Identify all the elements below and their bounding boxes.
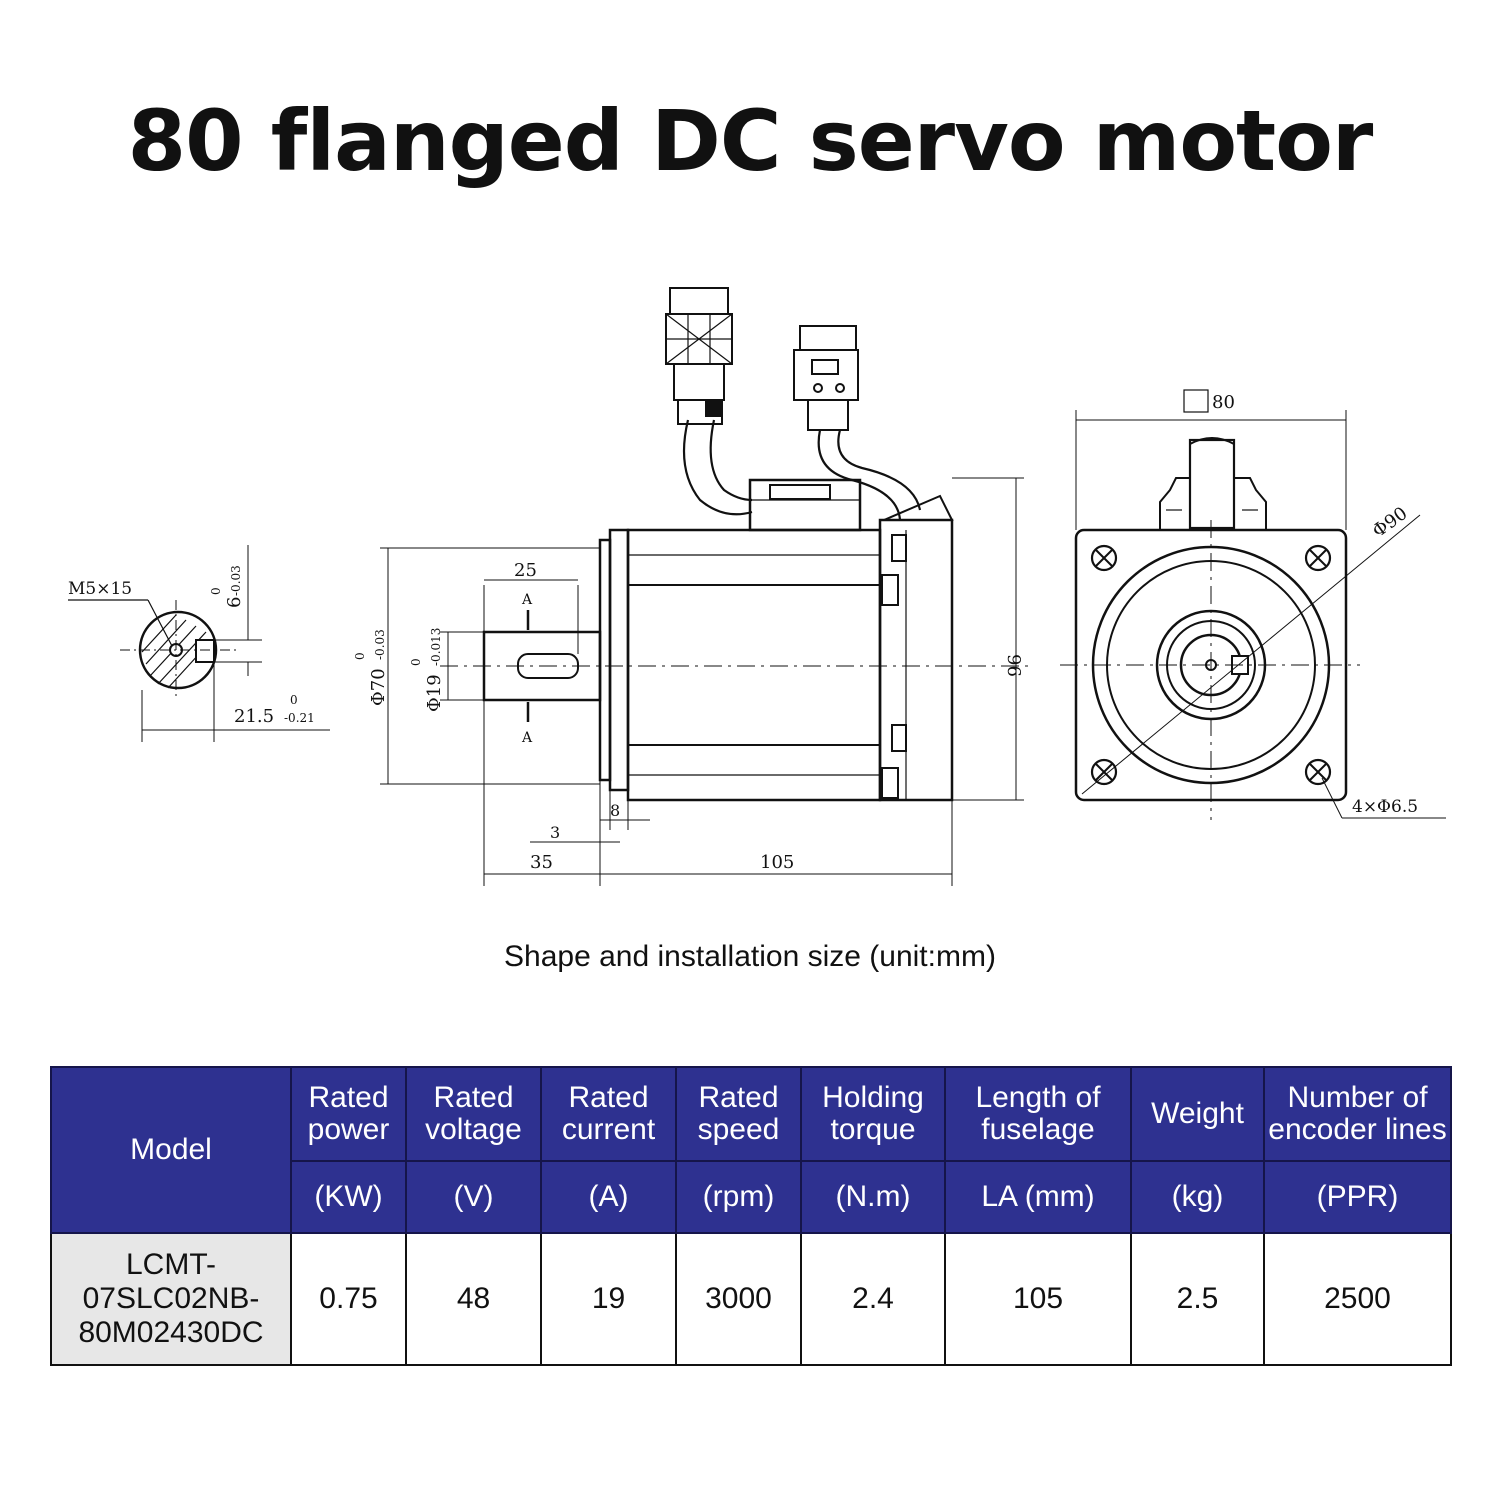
page-title: 80 flanged DC servo motor — [127, 92, 1374, 190]
model-cell: LCMT- 07SLC02NB- 80M02430DC — [50, 1232, 292, 1366]
unit-encoder-lines: (PPR) — [1263, 1160, 1452, 1234]
spec-table: Model Rated power Rated voltage Rated cu… — [50, 1066, 1452, 1366]
header-length-of-fuselage: Length of fuselage — [944, 1066, 1132, 1162]
dimension-drawing: M5×15 6 0 -0.03 21.5 0 -0.21 25 A A Φ70 … — [68, 287, 1446, 886]
unit-rated-current: (A) — [540, 1160, 677, 1234]
value-rated-power: 0.75 — [290, 1232, 407, 1366]
key-depth-label: 21.5 — [234, 706, 274, 727]
header-rated-voltage: Rated voltage — [405, 1066, 542, 1162]
unit-holding-torque: (N.m) — [800, 1160, 946, 1234]
value-length-of-fuselage: 105 — [944, 1232, 1132, 1366]
shaft-section-view — [68, 545, 330, 742]
drawing-caption: Shape and installation size (unit:mm) — [504, 940, 996, 973]
value-rated-current: 19 — [540, 1232, 677, 1366]
key-length-label: 25 — [514, 560, 537, 581]
header-holding-torque: Holding torque — [800, 1066, 946, 1162]
motor-front-view — [380, 287, 1030, 886]
shaft-step-label: 3 — [550, 823, 560, 842]
shaft-diameter-label: Φ19 — [424, 674, 445, 712]
header-encoder-lines: Number of encoder lines — [1263, 1066, 1452, 1162]
key-depth-tol-upper: 0 — [290, 693, 298, 707]
model-line-1: LCMT- — [126, 1248, 216, 1281]
model-line-2: 07SLC02NB- — [82, 1282, 260, 1315]
pcd-label: Φ90 — [1369, 503, 1412, 542]
unit-weight: (kg) — [1130, 1160, 1265, 1234]
unit-rated-speed: (rpm) — [675, 1160, 802, 1234]
flange-tol-upper: 0 — [353, 652, 367, 660]
header-rated-speed: Rated speed — [675, 1066, 802, 1162]
section-mark-bottom: A — [521, 730, 533, 746]
value-encoder-lines: 2500 — [1263, 1232, 1452, 1366]
key-width-tol-upper: 0 — [209, 587, 223, 595]
header-weight: Weight — [1130, 1066, 1265, 1162]
value-holding-torque: 2.4 — [800, 1232, 946, 1366]
header-model: Model — [50, 1066, 292, 1234]
motor-end-view — [1060, 389, 1446, 820]
hole-spec-label: 4×Φ6.5 — [1352, 797, 1418, 817]
unit-length-of-fuselage: LA (mm) — [944, 1160, 1132, 1234]
table-row: LCMT- 07SLC02NB- 80M02430DC 0.75 48 19 3… — [50, 1232, 1452, 1366]
unit-rated-voltage: (V) — [405, 1160, 542, 1234]
shaft-length-label: 35 — [530, 852, 553, 873]
height-label: 96 — [1003, 654, 1024, 677]
value-weight: 2.5 — [1130, 1232, 1265, 1366]
flange-thickness-label: 8 — [610, 801, 620, 820]
value-rated-speed: 3000 — [675, 1232, 802, 1366]
square-size-label: 80 — [1212, 392, 1235, 413]
shaft-tol-lower: -0.013 — [429, 628, 443, 666]
flange-tol-lower: -0.03 — [373, 629, 387, 660]
key-width-label: 6 — [224, 597, 245, 608]
body-length-label: 105 — [760, 852, 794, 873]
key-depth-tol-lower: -0.21 — [284, 711, 315, 725]
header-rated-current: Rated current — [540, 1066, 677, 1162]
key-width-tol-lower: -0.03 — [229, 565, 243, 596]
header-rated-power: Rated power — [290, 1066, 407, 1162]
model-line-3: 80M02430DC — [78, 1316, 264, 1349]
flange-diameter-label: Φ70 — [368, 668, 389, 706]
section-mark-top: A — [521, 592, 533, 608]
shaft-tol-upper: 0 — [409, 658, 423, 666]
value-rated-voltage: 48 — [405, 1232, 542, 1366]
unit-rated-power: (KW) — [290, 1160, 407, 1234]
thread-label: M5×15 — [68, 579, 132, 599]
